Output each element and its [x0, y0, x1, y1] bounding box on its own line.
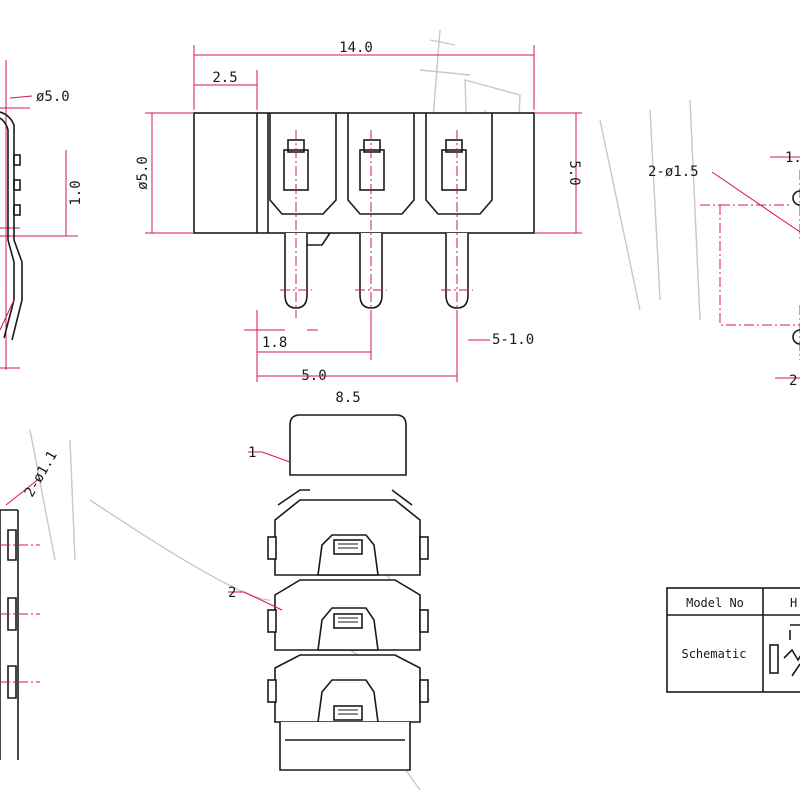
side-view: ø5.0 1.0 [0, 60, 84, 370]
footprint-top-dim: 1.8 [785, 150, 800, 166]
callout-2: 2 [228, 585, 236, 601]
contact-window-3 [425, 113, 493, 215]
stack-block-2 [267, 579, 429, 651]
model-label: Model No [686, 596, 744, 610]
side-thickness-label: 1.0 [68, 180, 84, 205]
height-right-label: 5.0 [566, 160, 582, 185]
info-table: Model No H Schematic [666, 587, 800, 693]
bottom-view: 2-ø1.1 [0, 448, 61, 760]
pin-hole-label: 5-1.0 [492, 332, 534, 348]
overall-width-label: 14.0 [339, 40, 373, 56]
schematic-label: Schematic [681, 647, 746, 661]
front-view: 1 [228, 414, 429, 771]
callout-1: 1 [248, 445, 256, 461]
model-value: H [790, 596, 797, 610]
offset-label: 2.5 [212, 70, 237, 86]
schematic-symbol [769, 624, 800, 677]
contact-window-2 [347, 113, 415, 215]
pin-span-label: 8.5 [335, 390, 360, 406]
footprint-bottom-dim: 2 [789, 373, 797, 389]
stack-block-1 [267, 489, 429, 576]
front-cap [289, 414, 407, 476]
pin-width-label: 1.8 [262, 335, 287, 351]
front-base [279, 722, 411, 771]
footprint-holes-label: 2-ø1.5 [648, 164, 699, 180]
bottom-holes-label: 2-ø1.1 [22, 448, 61, 500]
height-left-label: ø5.0 [135, 156, 151, 190]
side-diameter-label: ø5.0 [36, 89, 70, 105]
stack-block-3 [267, 654, 429, 723]
top-view: 14.0 2.5 ø5.0 5.0 1.8 5.0 8.5 5-1.0 [135, 40, 582, 406]
footprint-view: 2-ø1.5 1.8 2 [648, 150, 800, 389]
